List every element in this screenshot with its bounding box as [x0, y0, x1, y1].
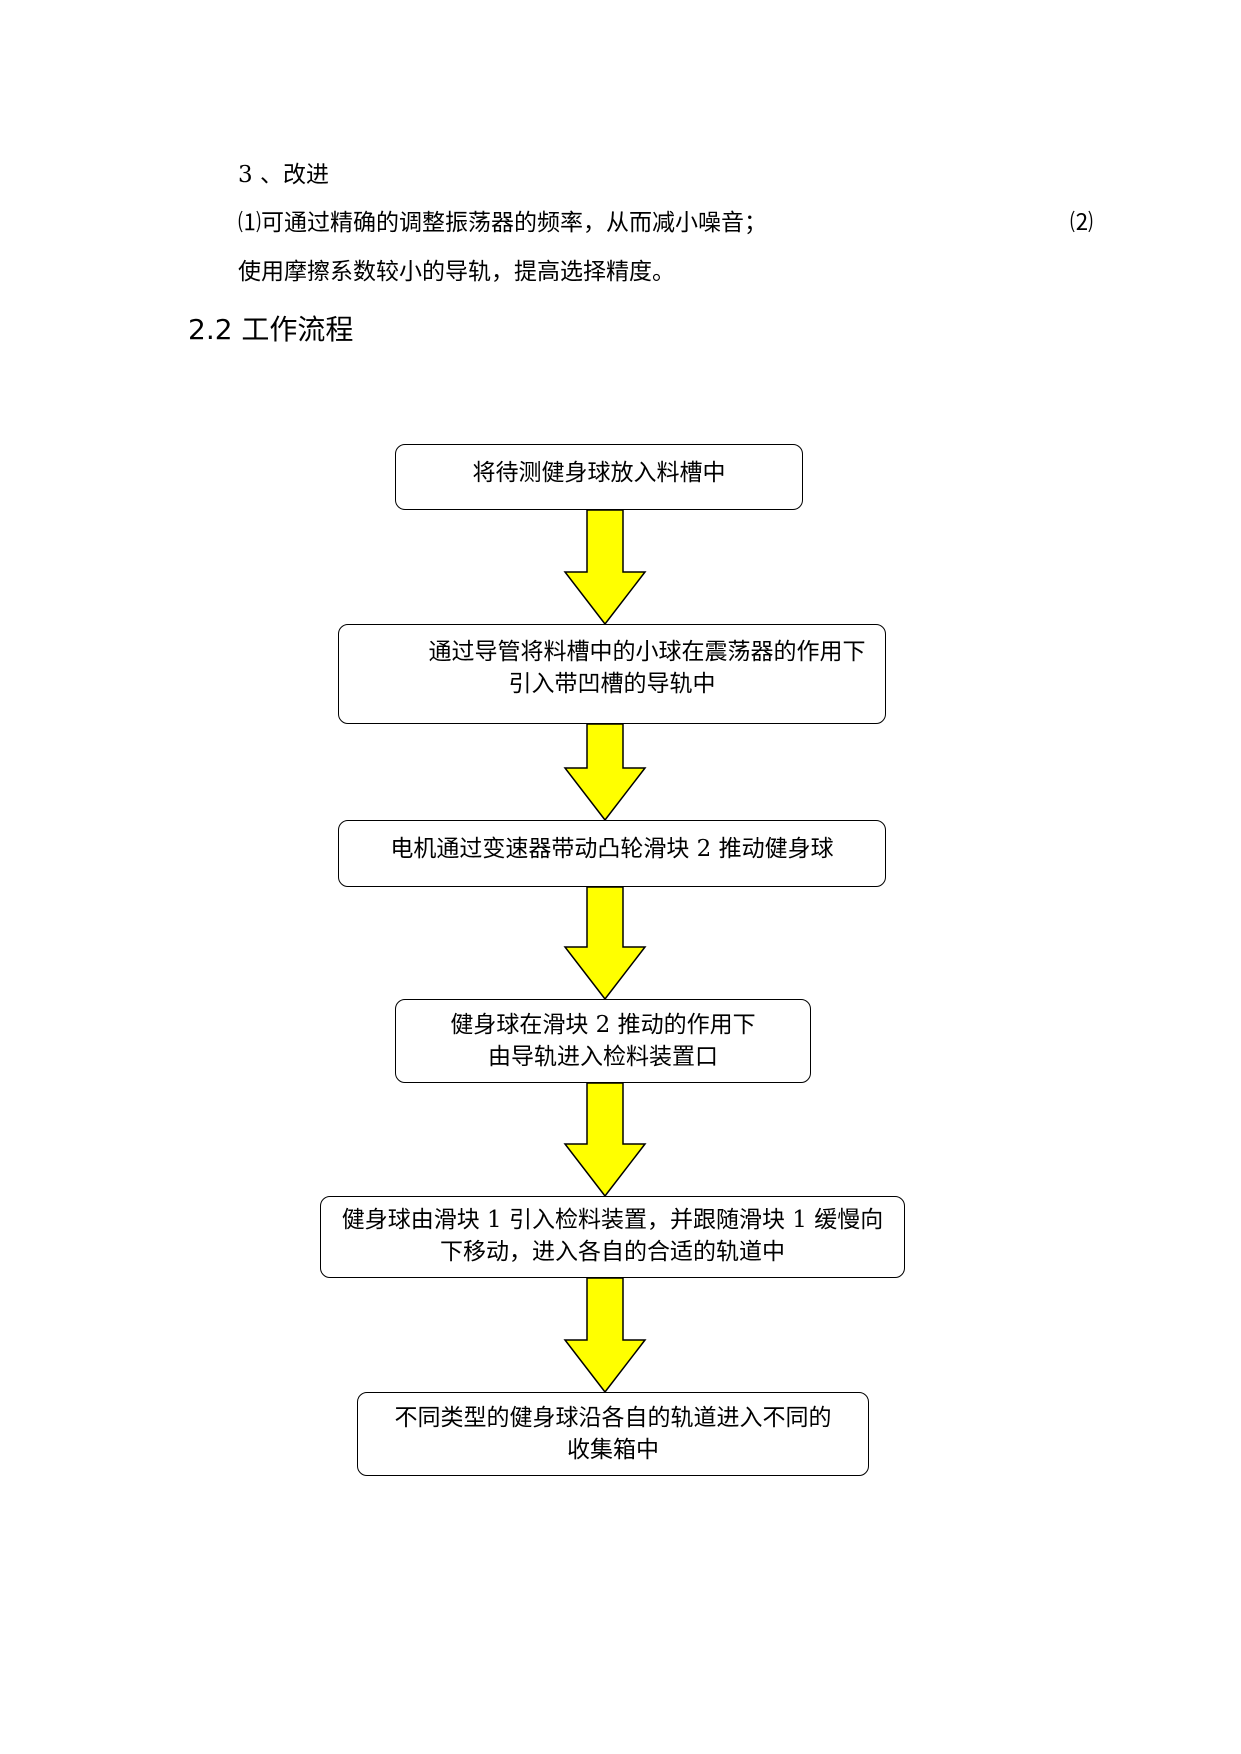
improvement-item-2-text: 使用摩擦系数较小的导轨，提高选择精度。 — [238, 259, 675, 285]
flow-step-2: 通过导管将料槽中的小球在震荡器的作用下 引入带凹槽的导轨中 — [338, 624, 886, 724]
flow-step-3-line-1: 电机通过变速器带动凸轮滑块 2 推动健身球 — [390, 836, 834, 862]
flow-arrow-down-icon — [563, 886, 647, 1001]
flow-step-1-line-1: 将待测健身球放入料槽中 — [472, 460, 726, 486]
section-title-improvement: 3 、改进 — [238, 162, 329, 188]
flow-step-5: 健身球由滑块 1 引入检料装置，并跟随滑块 1 缓慢向 下移动，进入各自的合适的… — [320, 1196, 905, 1278]
section-heading-workflow: 2.2 工作流程 — [188, 313, 354, 346]
flow-arrow-down-icon — [563, 1277, 647, 1394]
flow-step-6-line-1: 不同类型的健身球沿各自的轨道进入不同的 — [394, 1405, 832, 1431]
flow-step-1: 将待测健身球放入料槽中 — [395, 444, 803, 510]
flow-arrow-down-icon — [563, 509, 647, 626]
flow-step-5-line-1: 健身球由滑块 1 引入检料装置，并跟随滑块 1 缓慢向 — [341, 1207, 884, 1233]
improvement-item-2-number: ⑵ — [1070, 210, 1093, 236]
flow-step-4-line-1: 健身球在滑块 2 推动的作用下 — [450, 1012, 756, 1038]
flow-arrow-down-icon — [563, 723, 647, 822]
flow-step-2-line-2: 引入带凹槽的导轨中 — [508, 671, 716, 697]
flow-arrow-down-icon — [563, 1082, 647, 1198]
improvement-item-1: ⑴可通过精确的调整振荡器的频率，从而减小噪音； — [238, 210, 767, 236]
flow-step-4: 健身球在滑块 2 推动的作用下 由导轨进入检料装置口 — [395, 999, 811, 1083]
flow-step-6-line-2: 收集箱中 — [567, 1437, 659, 1463]
flow-step-4-line-2: 由导轨进入检料装置口 — [488, 1044, 718, 1070]
flow-step-3: 电机通过变速器带动凸轮滑块 2 推动健身球 — [338, 820, 886, 887]
flow-step-6: 不同类型的健身球沿各自的轨道进入不同的 收集箱中 — [357, 1392, 869, 1476]
flow-step-5-line-2: 下移动，进入各自的合适的轨道中 — [440, 1239, 785, 1265]
flow-step-2-line-1: 通过导管将料槽中的小球在震荡器的作用下 — [428, 639, 866, 665]
